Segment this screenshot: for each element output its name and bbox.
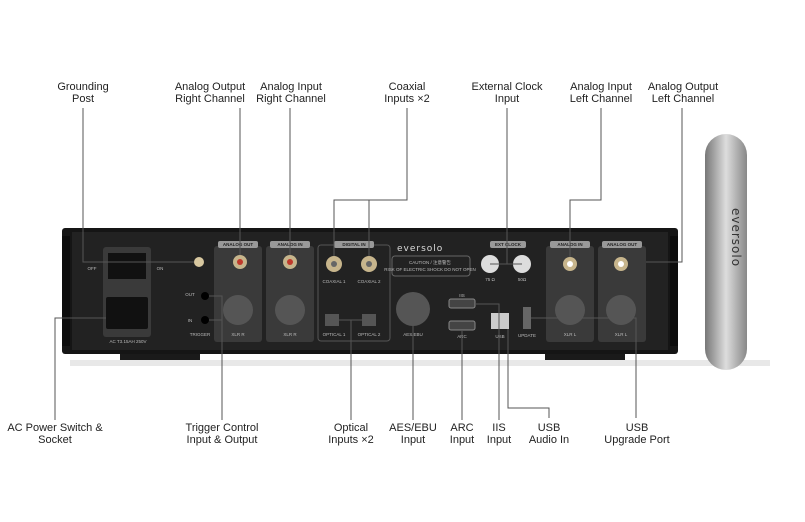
svg-text:eversolo: eversolo [397,244,443,254]
callout-lines [54,108,683,420]
svg-text:CAUTION / 注意警告: CAUTION / 注意警告 [409,259,452,266]
grounding-post [194,257,204,267]
svg-text:XLR R: XLR R [283,332,297,337]
svg-text:IN: IN [188,318,193,323]
iec-socket [106,297,148,329]
iis-hdmi-port [448,298,476,309]
svg-text:75 Ω: 75 Ω [485,277,495,282]
callout-ac-power: AC Power Switch &Socket [7,422,103,446]
svg-text:XLR R: XLR R [231,332,245,337]
svg-text:XLR L: XLR L [615,332,628,337]
xlr-out-r [223,295,253,325]
remote-control [705,134,747,370]
trigger-out-jack [201,292,209,300]
svg-text:COAXIAL 1: COAXIAL 1 [322,279,346,284]
usb-b-port [491,313,509,329]
optical-1 [325,314,339,326]
svg-text:50Ω: 50Ω [518,277,527,282]
usb-a-update-port [523,307,531,329]
svg-text:EXT CLOCK: EXT CLOCK [495,242,522,247]
svg-text:RISK OF ELECTRIC SHOCK DO NOT: RISK OF ELECTRIC SHOCK DO NOT OPEN [384,267,475,272]
svg-text:IIS: IIS [459,293,465,298]
svg-text:OPTICAL 1: OPTICAL 1 [323,332,346,337]
svg-text:XLR L: XLR L [564,332,577,337]
svg-text:ANALOG OUT: ANALOG OUT [607,242,637,247]
svg-text:eversolo: eversolo [729,208,743,267]
xlr-in-r [275,295,305,325]
svg-text:AC T3.15AH 250V: AC T3.15AH 250V [110,339,147,344]
svg-text:OPTICAL 2: OPTICAL 2 [358,332,381,337]
svg-text:DIGITAL IN: DIGITAL IN [342,242,365,247]
svg-text:COAXIAL 2: COAXIAL 2 [357,279,381,284]
svg-text:ON: ON [157,266,164,271]
trigger-in-jack [201,316,209,324]
aes-ebu-port [396,292,430,326]
power-switch [108,253,146,279]
svg-text:ANALOG OUT: ANALOG OUT [223,242,253,247]
svg-text:USB: USB [495,334,504,339]
svg-text:OFF: OFF [88,266,97,271]
xlr-in-l [555,295,585,325]
svg-text:UPDATE: UPDATE [518,333,536,338]
svg-text:OUT: OUT [185,292,195,297]
svg-text:TRIGGER: TRIGGER [190,332,211,337]
arc-hdmi-port [448,320,476,331]
xlr-out-l [606,295,636,325]
optical-2 [362,314,376,326]
